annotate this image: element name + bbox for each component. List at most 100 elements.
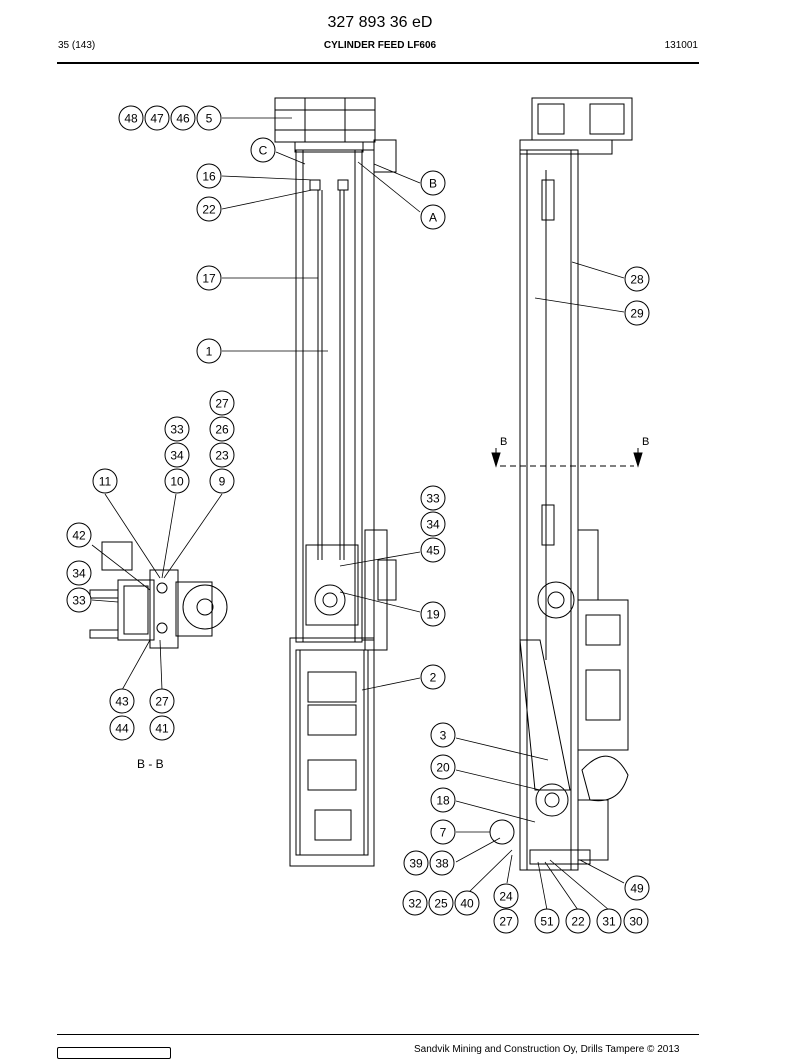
balloon-circle xyxy=(493,908,519,934)
part-balloon: 25 xyxy=(428,890,454,916)
balloon-label: 9 xyxy=(219,475,226,489)
balloon-label: 3 xyxy=(440,729,447,743)
balloon-label: 38 xyxy=(435,857,449,871)
part-balloon: 3 xyxy=(430,722,456,748)
section-letter: A xyxy=(429,211,437,225)
balloon-label: 22 xyxy=(571,915,585,929)
part-balloon: 27 xyxy=(149,688,175,714)
section-arrow-label: B xyxy=(642,436,649,448)
balloon-label: 46 xyxy=(176,112,190,126)
balloon-circle xyxy=(534,908,560,934)
balloon-label: 1 xyxy=(206,345,213,359)
balloon-circle xyxy=(209,468,235,494)
balloon-circle xyxy=(209,416,235,442)
part-balloon: 47 xyxy=(144,105,170,131)
balloon-label: 25 xyxy=(434,897,448,911)
balloon-circle xyxy=(149,715,175,741)
section-label: B - B xyxy=(137,757,164,771)
balloon-circle xyxy=(196,163,222,189)
part-balloon: 28 xyxy=(624,266,650,292)
balloon-circle xyxy=(196,196,222,222)
balloon-circle xyxy=(624,875,650,901)
part-balloon: 20 xyxy=(430,754,456,780)
part-balloon: 18 xyxy=(430,787,456,813)
balloon-label: 40 xyxy=(460,897,474,911)
part-balloon: 33 xyxy=(420,485,446,511)
balloon-circle xyxy=(430,787,456,813)
balloon-circle xyxy=(66,587,92,613)
balloon-circle xyxy=(430,819,456,845)
company-logo xyxy=(57,1047,171,1059)
balloon-label: 34 xyxy=(170,449,184,463)
balloon-circle xyxy=(109,688,135,714)
side-view xyxy=(489,97,633,871)
balloon-circle xyxy=(420,664,446,690)
header-rule xyxy=(57,62,699,64)
drawing-code: 131001 xyxy=(664,40,698,51)
balloon-label: 44 xyxy=(115,722,129,736)
balloon-circle xyxy=(164,468,190,494)
balloon-label: 24 xyxy=(499,890,513,904)
balloon-label: 27 xyxy=(155,695,169,709)
part-balloon: 31 xyxy=(596,908,622,934)
part-balloon: 16 xyxy=(196,163,222,189)
balloon-label: 33 xyxy=(72,594,86,608)
part-balloon: 10 xyxy=(164,468,190,494)
balloon-label: 34 xyxy=(426,518,440,532)
section-arrow-label: B xyxy=(500,436,507,448)
part-balloon: 34 xyxy=(420,511,446,537)
balloon-label: 41 xyxy=(155,722,169,736)
leader-lines xyxy=(91,117,625,911)
balloon-label: 2 xyxy=(430,671,437,685)
part-balloon: 9 xyxy=(209,468,235,494)
balloon-circle xyxy=(624,300,650,326)
balloon-label: 10 xyxy=(170,475,184,489)
part-balloon: 38 xyxy=(429,850,455,876)
part-balloon: 43 xyxy=(109,688,135,714)
footer-rule xyxy=(57,1034,699,1035)
part-balloon: 2 xyxy=(420,664,446,690)
part-balloon: 24 xyxy=(493,883,519,909)
part-balloon: 34 xyxy=(164,442,190,468)
part-balloon: 22 xyxy=(196,196,222,222)
front-view xyxy=(274,97,397,867)
part-balloon: 1 xyxy=(196,338,222,364)
part-balloon: 49 xyxy=(624,875,650,901)
balloon-circle xyxy=(493,883,519,909)
balloon-label: 27 xyxy=(499,915,513,929)
section-letter: B xyxy=(429,177,437,191)
balloon-circle xyxy=(118,105,144,131)
part-balloon: 42 xyxy=(66,522,92,548)
balloon-label: 48 xyxy=(124,112,138,126)
balloon-label: 11 xyxy=(99,475,112,489)
balloon-circle xyxy=(196,338,222,364)
balloon-circle xyxy=(428,890,454,916)
part-balloon: 33 xyxy=(164,416,190,442)
part-balloon: 40 xyxy=(454,890,480,916)
balloon-label: 33 xyxy=(170,423,184,437)
balloon-label: 7 xyxy=(440,826,447,840)
balloon-circle xyxy=(164,442,190,468)
part-balloon: 7 xyxy=(430,819,456,845)
part-balloon: 44 xyxy=(109,715,135,741)
balloon-circle xyxy=(66,560,92,586)
balloon-circle xyxy=(209,390,235,416)
balloon-circle xyxy=(429,850,455,876)
balloon-circle xyxy=(196,105,222,131)
balloon-circle xyxy=(420,485,446,511)
balloon-label: 30 xyxy=(629,915,643,929)
balloon-label: 22 xyxy=(202,203,216,217)
balloon-label: 26 xyxy=(215,423,229,437)
section-arrows xyxy=(491,448,643,468)
part-balloon: 51 xyxy=(534,908,560,934)
balloon-circle xyxy=(209,442,235,468)
balloon-circle xyxy=(420,537,446,563)
balloon-label: 33 xyxy=(426,492,440,506)
part-balloon: 27 xyxy=(493,908,519,934)
balloon-circle xyxy=(402,890,428,916)
balloon-label: 45 xyxy=(426,544,440,558)
part-balloon: 39 xyxy=(403,850,429,876)
part-balloon: 27 xyxy=(209,390,235,416)
balloon-label: 51 xyxy=(540,915,554,929)
part-balloon: 26 xyxy=(209,416,235,442)
